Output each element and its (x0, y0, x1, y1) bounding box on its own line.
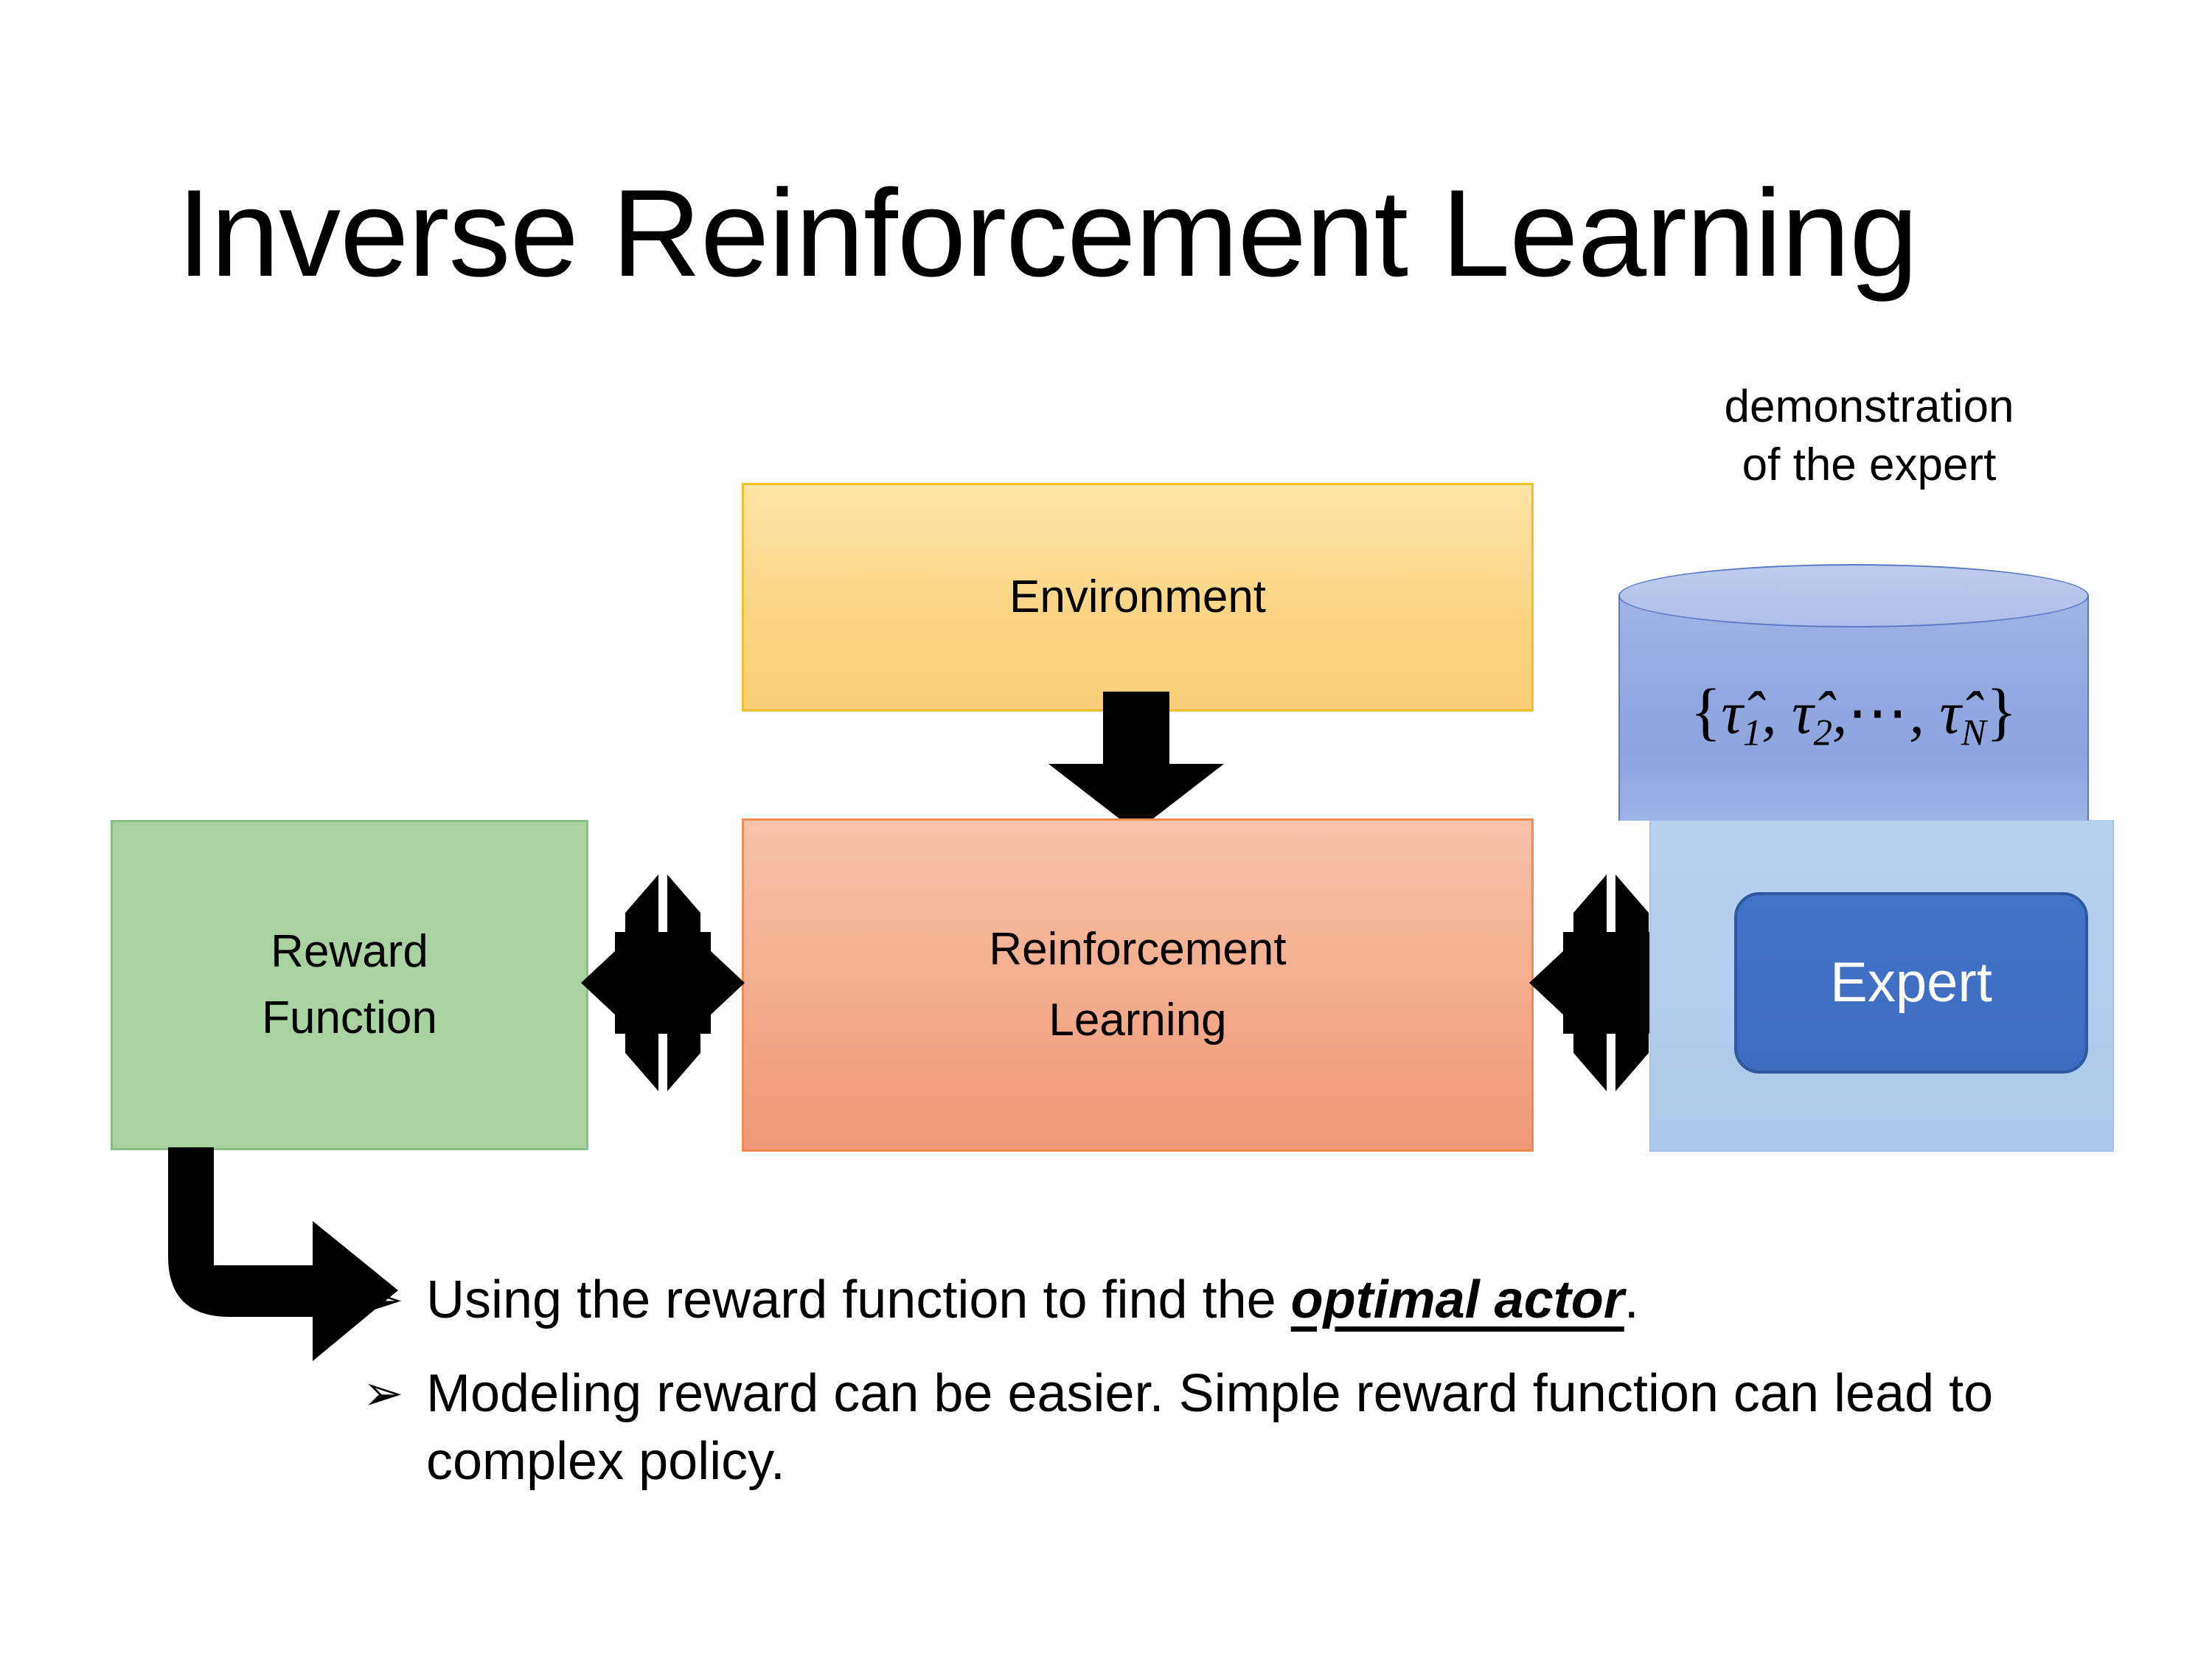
reward-function-label: Reward Function (262, 919, 437, 1051)
environment-label: Environment (1009, 571, 1267, 623)
bullet-1-emphasis: optimal actor (1290, 1270, 1624, 1329)
bullet-list: ➢ Using the reward function to find the … (363, 1267, 2088, 1495)
bullet-arrow-icon: ➢ (363, 1272, 404, 1326)
cylinder-top-ellipse (1618, 564, 2089, 627)
bullet-text-1: Using the reward function to find the op… (426, 1267, 2088, 1334)
formula-sub-1: 1 (1742, 712, 1762, 754)
demonstration-caption-line-2: of the expert (1742, 439, 1997, 491)
bullet-1-text-after: . (1624, 1270, 1639, 1329)
expert-box: Expert (1734, 892, 2088, 1074)
bullet-1-text-before: Using the reward function to find the (426, 1270, 1291, 1329)
demonstration-caption-line-1: demonstration (1724, 381, 2014, 432)
formula-comma-1: , (1761, 679, 1777, 746)
formula-tau-2: τ̂ (1792, 679, 1814, 746)
cylinder-body (1618, 595, 2089, 821)
expert-label: Expert (1830, 951, 1992, 1014)
demonstration-caption: demonstration of the expert (1626, 378, 2112, 495)
formula-open-brace: { (1690, 676, 1722, 747)
reward-label-line-1: Reward (271, 926, 428, 978)
bullet-text-2: Modeling reward can be easier. Simple re… (426, 1364, 1994, 1491)
reinforcement-learning-label: Reinforcement Learning (989, 914, 1286, 1056)
arrow-environment-to-rl (1048, 692, 1224, 832)
formula-sub-2: 2 (1813, 712, 1832, 754)
formula-comma-2: , (1832, 679, 1848, 746)
formula-comma-3: , (1909, 679, 1924, 746)
bullet-arrow-icon: ➢ (363, 1366, 404, 1421)
reward-label-line-2: Function (262, 992, 437, 1043)
formula-tau-1: τ̂ (1721, 679, 1743, 746)
bullet-item-1: ➢ Using the reward function to find the … (363, 1267, 2088, 1334)
reward-function-box: Reward Function (111, 820, 588, 1150)
bent-arrow-reward-to-bullet (168, 1147, 398, 1361)
four-way-arrow-reward-rl (581, 874, 745, 1091)
formula-ellipsis: ⋯ (1847, 679, 1910, 746)
reinforcement-learning-box: Reinforcement Learning (742, 818, 1534, 1152)
formula-sub-n: N (1961, 712, 1986, 754)
rl-label-line-1: Reinforcement (989, 923, 1287, 975)
bullet-item-2: ➢ Modeling reward can be easier. Simple … (363, 1360, 2088, 1495)
demonstration-formula: {τ̂1, τ̂2,⋯, τ̂N} (1618, 675, 2089, 754)
demonstration-cylinder: {τ̂1, τ̂2,⋯, τ̂N} (1618, 564, 2089, 852)
rl-label-line-2: Learning (1048, 995, 1227, 1046)
page-title: Inverse Reinforcement Learning (177, 164, 1919, 302)
formula-close-brace: } (1986, 676, 2017, 747)
formula-tau-n: τ̂ (1939, 679, 1961, 746)
environment-box: Environment (742, 483, 1534, 712)
